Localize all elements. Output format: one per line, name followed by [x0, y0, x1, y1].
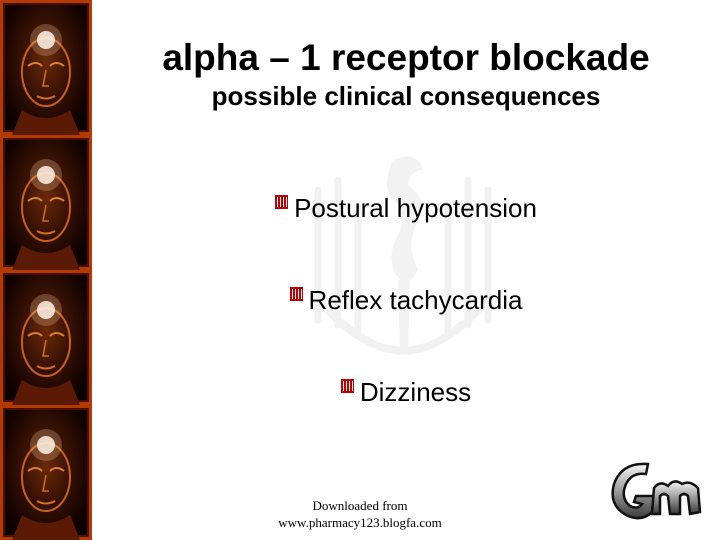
list-item: Reflex tachycardia [92, 282, 720, 318]
face-tile [0, 135, 92, 270]
footer-line-1: Downloaded from [312, 498, 408, 513]
face-tile [0, 270, 92, 405]
slide-title: alpha – 1 receptor blockade [162, 37, 650, 78]
glowing-face-icon [12, 24, 80, 135]
red-square-bullet-icon [275, 195, 289, 209]
list-item: Postural hypotension [92, 190, 720, 226]
university-emblem-watermark-icon [314, 156, 492, 355]
glowing-face-icon [12, 429, 80, 540]
footer-credit: Downloaded from www.pharmacy123.blogfa.c… [250, 497, 470, 531]
bullet-text: Reflex tachycardia [308, 285, 523, 315]
slide-subtitle: possible clinical consequences [211, 81, 601, 111]
slide-title-block: alpha – 1 receptor blockade possible cli… [92, 36, 720, 112]
bullet-text: Dizziness [359, 377, 472, 407]
red-square-bullet-icon [289, 287, 303, 301]
glowing-face-icon [12, 159, 80, 270]
list-item: Dizziness [92, 374, 720, 410]
glowing-face-icon [12, 294, 80, 405]
red-square-bullet-icon [340, 379, 354, 393]
face-strip [0, 0, 92, 540]
face-tile [0, 0, 92, 135]
bullet-text: Postural hypotension [294, 193, 537, 223]
footer-line-2: www.pharmacy123.blogfa.com [278, 515, 442, 530]
face-tile [0, 405, 92, 540]
gm-logo-icon [611, 462, 702, 520]
